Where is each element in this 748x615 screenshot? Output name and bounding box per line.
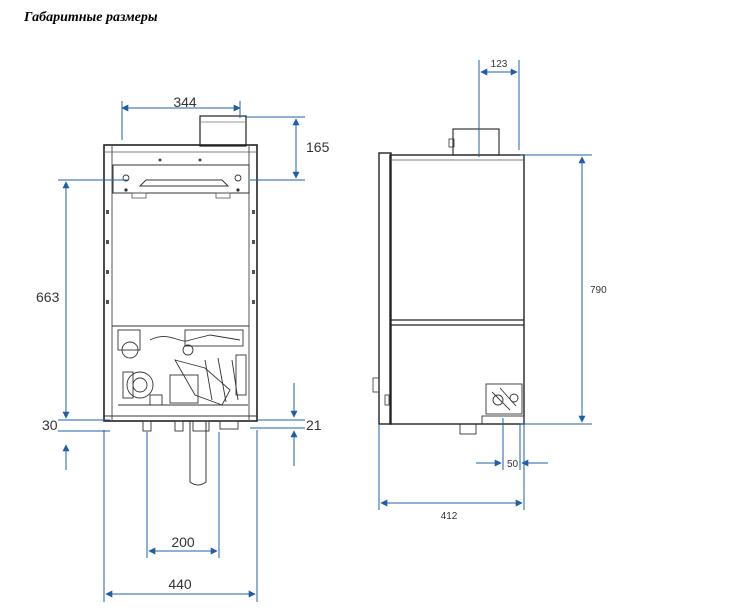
dim-label-663: 663	[36, 289, 60, 305]
dim-label-200: 200	[171, 534, 195, 550]
dim-label-21: 21	[306, 417, 322, 433]
dim-label-30: 30	[42, 417, 58, 433]
dim-label-123: 123	[491, 59, 508, 70]
front-view	[103, 115, 258, 486]
dim-label-440: 440	[168, 576, 192, 592]
drain-pipe	[189, 421, 207, 486]
wall-plate	[378, 152, 392, 425]
front-dimensions	[58, 101, 305, 602]
front-dimension-labels: 344 165 663 30 21 200 440	[36, 94, 330, 592]
hydraulic-group	[117, 329, 248, 406]
dim-label-50: 50	[507, 459, 519, 470]
side-dimensions	[378, 60, 592, 510]
page-title: Габаритные размеры	[24, 10, 158, 25]
flue-box	[199, 115, 247, 147]
side-dimension-labels: 123 790 50 412	[441, 59, 607, 522]
dim-label-344: 344	[173, 94, 197, 110]
dim-label-790: 790	[590, 285, 607, 296]
dim-label-412: 412	[441, 511, 458, 522]
mounting-bracket	[112, 164, 250, 194]
dim-label-165: 165	[306, 139, 330, 155]
side-view	[372, 128, 525, 435]
flue-outlet	[452, 128, 500, 156]
